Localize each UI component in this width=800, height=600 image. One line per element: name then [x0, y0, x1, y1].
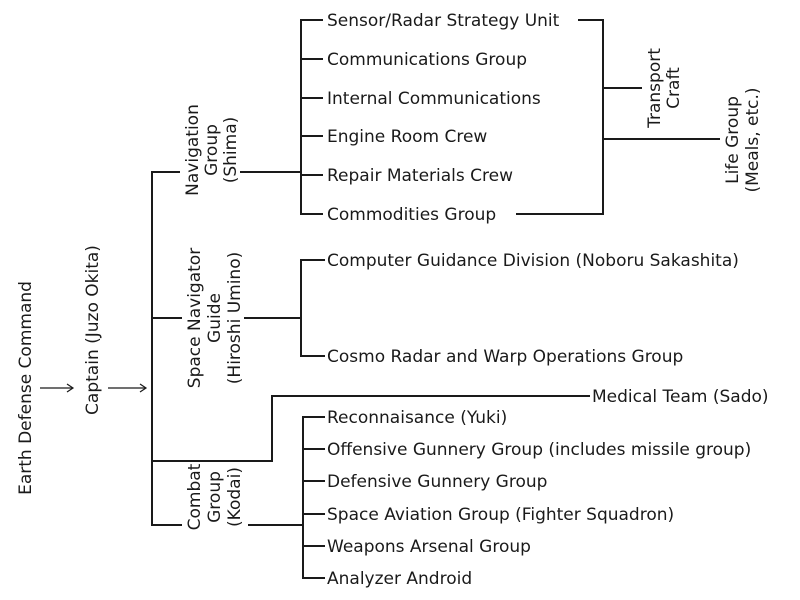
- navigation-item: Repair Materials Crew: [327, 166, 513, 186]
- node-captain: Captain (Juzo Okita): [83, 245, 103, 415]
- space-navigator-label-line: Space Navigator: [185, 248, 205, 388]
- space-navigator-item: Cosmo Radar and Warp Operations Group: [327, 347, 683, 367]
- transport-label-line: Transport: [645, 48, 665, 129]
- node-navigation-group: Navigation Group (Shima): [183, 104, 241, 196]
- combat-item: Analyzer Android: [327, 569, 472, 589]
- life-label-line: (Meals, etc.): [743, 87, 763, 192]
- navigation-items: Sensor/Radar Strategy Unit Communication…: [300, 11, 560, 225]
- navigation-item: Engine Room Crew: [327, 127, 487, 147]
- node-transport-craft: Transport Craft: [645, 48, 684, 129]
- combat-item: Offensive Gunnery Group (includes missil…: [327, 440, 751, 460]
- node-life-group: Life Group (Meals, etc.): [723, 87, 763, 192]
- combat-item: Reconnaisance (Yuki): [327, 408, 507, 428]
- arrowhead-icon: [66, 383, 75, 393]
- navigation-item: Communications Group: [327, 50, 527, 70]
- space-navigator-label-line: (Hiroshi Umino): [225, 252, 245, 384]
- connector-medical: [151, 395, 590, 462]
- navigation-label-line: (Shima): [221, 117, 241, 184]
- combat-items: Reconnaisance (Yuki) Offensive Gunnery G…: [302, 408, 751, 589]
- combat-label-line: (Kodai): [225, 467, 245, 527]
- combat-item: Weapons Arsenal Group: [327, 537, 531, 557]
- space-navigator-item: Computer Guidance Division (Noboru Sakas…: [327, 251, 739, 271]
- node-medical-team: Medical Team (Sado): [592, 387, 769, 407]
- combat-item: Defensive Gunnery Group: [327, 472, 547, 492]
- combat-label-line: Group: [205, 471, 225, 523]
- navigation-label-line: Navigation: [183, 104, 203, 196]
- navigation-item: Commodities Group: [327, 205, 496, 225]
- life-label-line: Life Group: [723, 96, 743, 184]
- arrowhead-icon: [139, 383, 148, 393]
- navigation-item: Sensor/Radar Strategy Unit: [327, 11, 560, 31]
- navigation-item: Internal Communications: [327, 89, 541, 109]
- node-earth-defense-command: Earth Defense Command: [16, 281, 36, 495]
- node-combat-group: Combat Group (Kodai): [185, 463, 245, 530]
- transport-label-line: Craft: [664, 67, 684, 109]
- combat-item: Space Aviation Group (Fighter Squadron): [327, 505, 674, 525]
- combat-label-line: Combat: [185, 463, 205, 530]
- node-space-navigator-guide: Space Navigator Guide (Hiroshi Umino): [185, 248, 245, 388]
- navigation-label-line: Group: [202, 124, 222, 176]
- space-navigator-label-line: Guide: [205, 293, 225, 343]
